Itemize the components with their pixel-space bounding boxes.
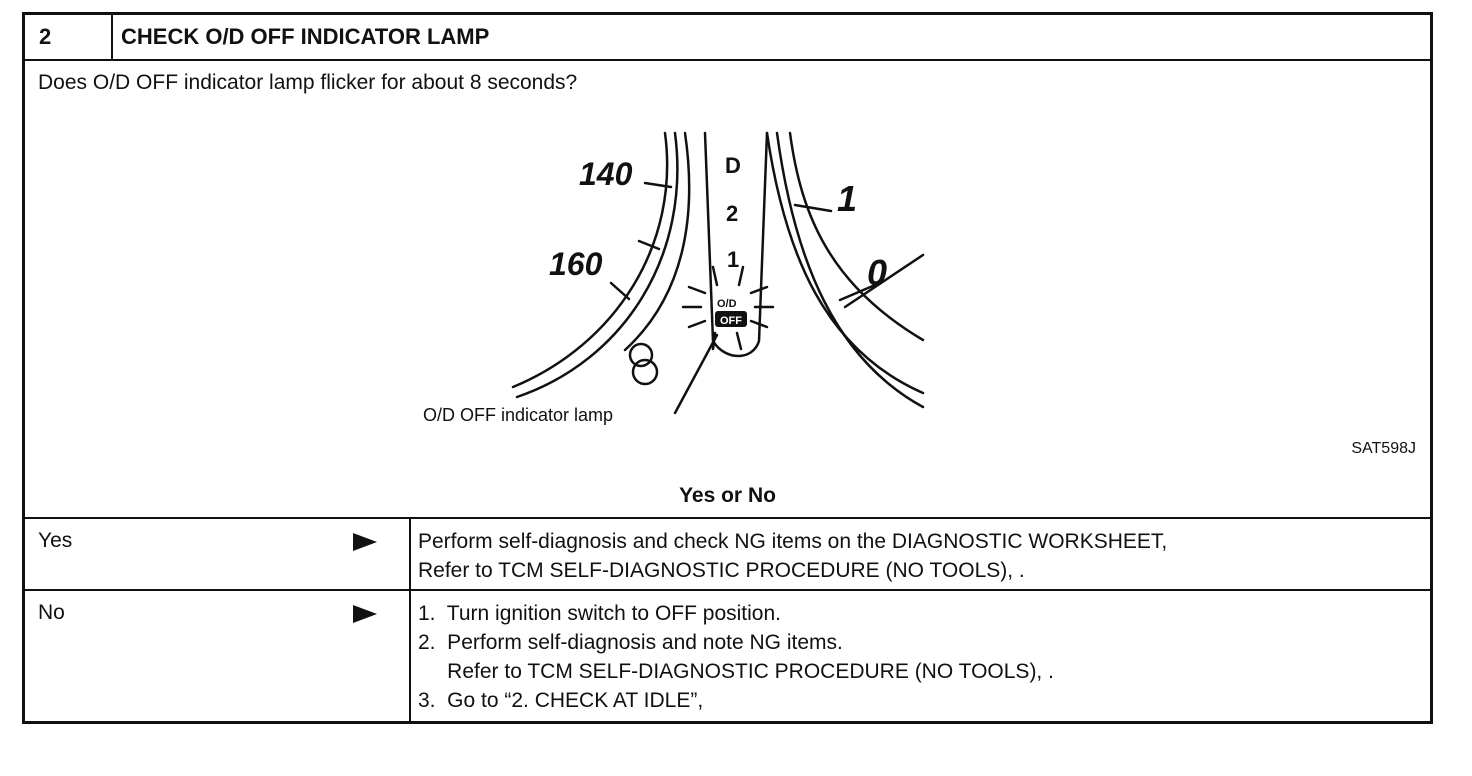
arrow-right-icon [353,605,377,623]
step-number-cell: 2 [25,15,113,59]
instrument-cluster-figure: 140 160 D 2 1 O/D OFF 1 0 O/D OFF indica… [423,131,925,425]
lamp-label-od: O/D [717,298,737,310]
content-line: 2. Perform self-diagnosis and note NG it… [418,631,843,654]
content-line: Refer to TCM SELF-DIAGNOSTIC PROCEDURE (… [418,559,1025,582]
answer-content: Perform self-diagnosis and check NG item… [418,527,1420,585]
gear-label-d: D [725,153,741,178]
od-off-lamp [715,311,747,327]
step-title: CHECK O/D OFF INDICATOR LAMP [121,24,490,49]
column-divider [409,519,411,591]
content-line: Perform self-diagnosis and check NG item… [418,530,1168,553]
content-line: Refer to TCM SELF-DIAGNOSTIC PROCEDURE (… [418,660,1054,683]
answer-content: 1. Turn ignition switch to OFF position.… [418,599,1420,715]
content-line: 1. Turn ignition switch to OFF position. [418,602,781,625]
content-line: 3. Go to “2. CHECK AT IDLE”, [418,689,704,712]
gear-label-1: 1 [727,247,739,272]
answer-label: No [38,601,65,624]
answer-row-yes: Yes Perform self-diagnosis and check NG … [25,517,1430,591]
speed-label-160: 160 [549,246,603,282]
question-text: Does O/D OFF indicator lamp flicker for … [38,71,578,94]
figure-code: SAT598J [1351,440,1416,457]
step-header: 2 CHECK O/D OFF INDICATOR LAMP [25,15,1430,61]
speed-label-140: 140 [579,156,633,192]
gear-label-2: 2 [726,201,738,226]
arrow-right-icon [353,533,377,551]
column-divider [409,591,411,724]
callout-label: O/D OFF indicator lamp [423,405,613,425]
tach-label-1: 1 [837,178,857,219]
answer-label: Yes [38,529,73,552]
answer-row-no: No 1. Turn ignition switch to OFF positi… [25,589,1430,724]
step-number: 2 [39,24,52,49]
tach-label-0: 0 [867,252,887,293]
yes-or-no-label: Yes or No [679,484,776,507]
lamp-label-off: OFF [720,315,742,327]
diagnostic-step-table: 2 CHECK O/D OFF INDICATOR LAMP Does O/D … [22,12,1433,724]
